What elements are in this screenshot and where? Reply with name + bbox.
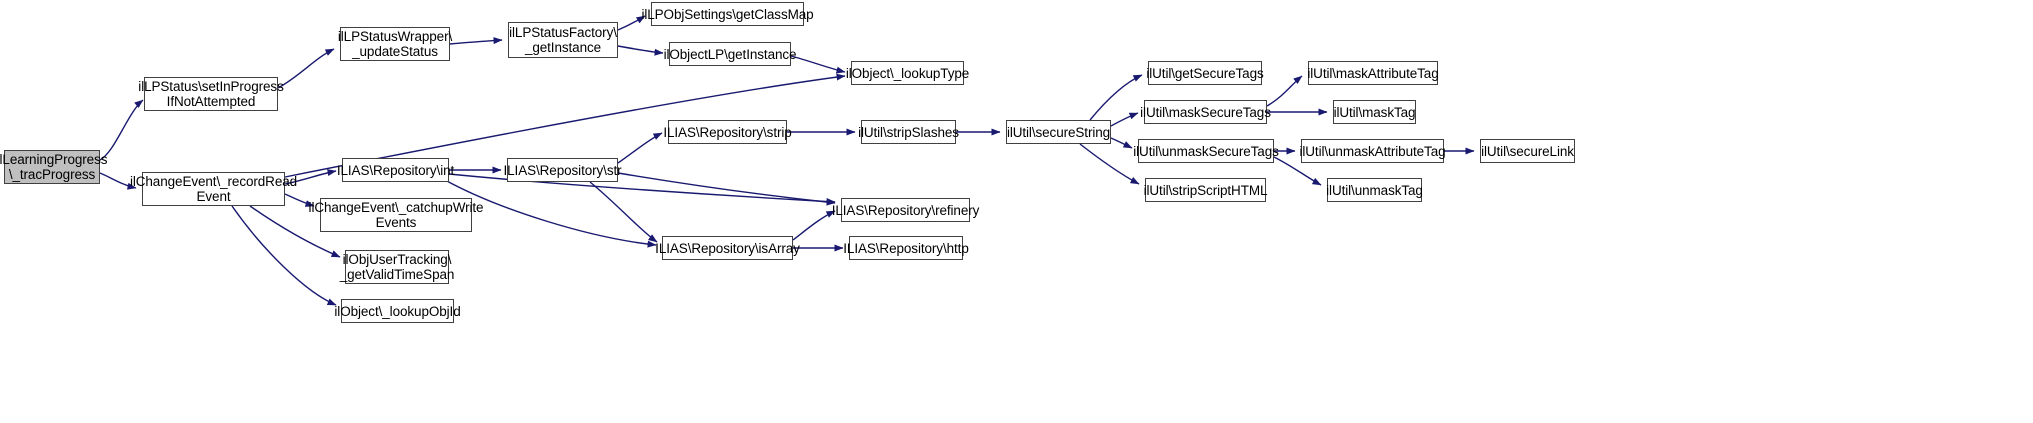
call-edge-n18-n19	[1089, 74, 1143, 121]
graph-node-n24[interactable]: ilUtil\maskTag	[1333, 100, 1416, 124]
call-edge-n11-n14	[790, 55, 846, 74]
graph-node-n17[interactable]: ILIAS\Repository\http	[843, 236, 969, 260]
graph-node-n19[interactable]: ilUtil\getSecureTags	[1146, 61, 1264, 85]
call-edge-n8-n11	[617, 45, 664, 56]
call-edge-n1-n3	[277, 48, 335, 89]
graph-node-n1[interactable]: ilLPStatus\setInProgress IfNotAttempted	[138, 77, 284, 111]
graph-node-n26[interactable]: ilUtil\unmaskTag	[1326, 178, 1423, 202]
graph-node-n27[interactable]: ilUtil\secureLink	[1480, 139, 1575, 163]
call-edge-n9-n16	[617, 172, 836, 206]
graph-node-n13[interactable]: ILIAS\Repository\isArray	[655, 236, 800, 260]
graph-node-n10[interactable]: ilLPObjSettings\getClassMap	[641, 2, 814, 26]
graph-node-n0[interactable]: ilLearningProgress \_tracProgress	[0, 150, 108, 184]
graph-node-n3[interactable]: ilLPStatusWrapper\ _updateStatus	[337, 27, 453, 61]
call-edge-n18-n22	[1079, 143, 1140, 185]
graph-node-n6[interactable]: ilObjUserTracking\ _getValidTimeSpan	[339, 250, 455, 284]
graph-node-n22[interactable]: ilUtil\stripScriptHTML	[1144, 178, 1268, 202]
call-edge-n13-n16	[792, 210, 836, 241]
graph-node-n15[interactable]: ilUtil\stripSlashes	[858, 120, 959, 144]
call-edge-n0-n1	[99, 99, 144, 161]
call-edge-n18-n20	[1110, 112, 1139, 127]
graph-node-n7[interactable]: ilObject\_lookupObjId	[334, 299, 461, 323]
call-edge-n20-n23	[1266, 75, 1303, 107]
graph-node-n2[interactable]: ilChangeEvent\_recordRead Event	[129, 172, 298, 206]
graph-node-n20[interactable]: ilUtil\maskSecureTags	[1140, 100, 1271, 124]
graph-node-n25[interactable]: ilUtil\unmaskAttributeTag	[1299, 139, 1446, 163]
graph-node-n21[interactable]: ilUtil\unmaskSecureTags	[1133, 139, 1279, 163]
graph-node-n16[interactable]: ILIAS\Repository\refinery	[832, 198, 979, 222]
graph-node-n8[interactable]: ilLPStatusFactory\ _getInstance	[508, 22, 618, 58]
graph-node-n14[interactable]: ilObject\_lookupType	[846, 61, 969, 85]
graph-node-n18[interactable]: ilUtil\secureString	[1006, 120, 1111, 144]
graph-node-n4[interactable]: ILIAS\Repository\int	[337, 158, 454, 182]
graph-node-n23[interactable]: ilUtil\maskAttributeTag	[1307, 61, 1439, 85]
graph-node-n5[interactable]: ilChangeEvent\_catchupWrite Events	[308, 198, 484, 232]
call-edge-n18-n21	[1110, 137, 1133, 149]
call-edge-n9-n13	[589, 181, 658, 243]
call-edge-n9-n12	[617, 132, 663, 164]
graph-node-n12[interactable]: ILIAS\Repository\strip	[663, 120, 792, 144]
graph-node-n11[interactable]: ilObjectLP\getInstance	[664, 42, 797, 66]
call-edge-n3-n8	[449, 37, 503, 45]
graph-node-n9[interactable]: ILIAS\Repository\str	[503, 158, 622, 182]
